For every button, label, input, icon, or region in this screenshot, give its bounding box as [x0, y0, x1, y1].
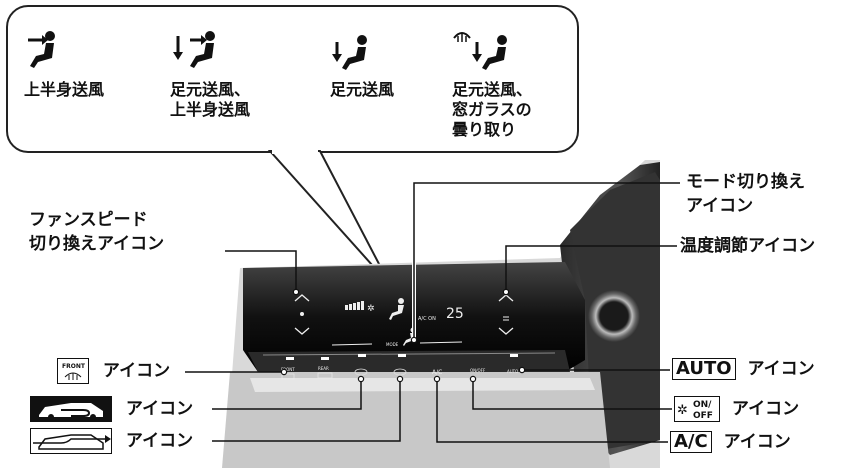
- fan-onoff-icon: ✲ ON/ OFF: [674, 396, 720, 422]
- fresh-air-label: アイコン: [30, 428, 193, 454]
- recirculation-label: アイコン: [30, 396, 193, 422]
- ac-label: A/C アイコン: [670, 430, 791, 454]
- mode-label: 足元送風、: [170, 80, 251, 99]
- fan-speed-label-line1: ファンスピード: [29, 210, 148, 230]
- fan-speed-label-line2: 切り換えアイコン: [29, 234, 165, 254]
- mode-text: MODE: [386, 342, 399, 347]
- auto-box: AUTO: [672, 358, 736, 380]
- btn-onoff-label: ON/OFF: [470, 368, 486, 373]
- fresh-air-icon: [30, 428, 112, 454]
- mode-switch-line1: モード切り換え: [686, 172, 805, 192]
- btn-ac-label: A/C: [432, 369, 442, 376]
- upper-body-airflow-icon: [28, 31, 55, 68]
- btn-auto-label: AUTO: [507, 369, 518, 374]
- airflow-modes-callout: [6, 5, 579, 153]
- svg-text:✲: ✲: [367, 304, 375, 314]
- temperature-readout: 25: [446, 306, 464, 322]
- mode-label: 曇り取り: [452, 120, 517, 139]
- svg-text:✲: ✲: [677, 403, 688, 418]
- mode-upper-body: 上半身送風: [24, 28, 104, 100]
- recirc-suffix: アイコン: [125, 399, 194, 419]
- feet-defrost-airflow-icon: [453, 32, 507, 70]
- mode-label: 窓ガラスの: [452, 100, 532, 119]
- feet-airflow-icon: [332, 35, 367, 70]
- feet-upper-airflow-icon: [173, 31, 215, 68]
- mode-label: 足元送風: [330, 80, 395, 99]
- btn-rear-label: REAR: [318, 366, 329, 371]
- temperature-label: 温度調節アイコン: [680, 236, 816, 256]
- ac-suffix: アイコン: [723, 432, 791, 452]
- fan-onoff-suffix: アイコン: [731, 399, 800, 419]
- fresh-suffix: アイコン: [125, 431, 194, 451]
- front-defrost-label: FRONT アイコン: [57, 358, 170, 384]
- fan-speed-label: ファンスピード 切り換えアイコン: [29, 208, 164, 256]
- mode-feet: 足元送風: [330, 28, 394, 100]
- svg-text:FRONT: FRONT: [62, 363, 86, 370]
- auto-label: AUTO アイコン: [672, 357, 815, 381]
- mode-switch-label: モード切り換え アイコン: [686, 170, 805, 218]
- front-defrost-icon: FRONT: [57, 358, 89, 384]
- btn-front-label: FRONT: [281, 367, 295, 372]
- mode-label: 上半身送風: [170, 100, 251, 119]
- recirculation-icon: [30, 396, 112, 422]
- front-suffix: アイコン: [102, 361, 171, 381]
- svg-text:OFF: OFF: [693, 411, 713, 421]
- mode-label: 上半身送風: [24, 80, 105, 99]
- mode-feet-defrost: 足元送風、 窓ガラスの 曇り取り: [452, 28, 532, 140]
- svg-text:ON/: ON/: [693, 400, 712, 410]
- ac-box: A/C: [670, 431, 712, 453]
- auto-suffix: アイコン: [747, 359, 815, 379]
- fan-onoff-label: ✲ ON/ OFF アイコン: [674, 396, 799, 422]
- ac-on-indicator: A/C ON: [418, 316, 436, 322]
- mode-feet-upper: 足元送風、 上半身送風: [170, 28, 250, 120]
- mode-label: 足元送風、: [452, 80, 533, 99]
- mode-switch-line2: アイコン: [686, 196, 754, 216]
